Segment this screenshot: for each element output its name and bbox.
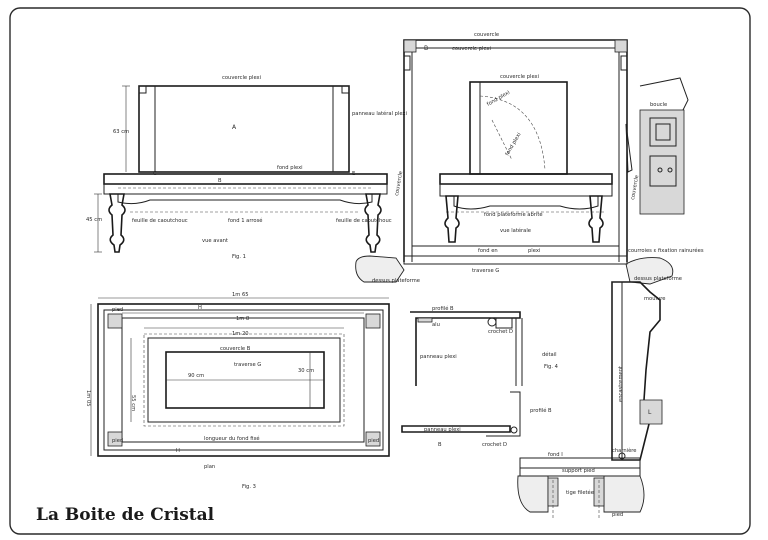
side-courroie-label: courroies ε fixation rainurées: [628, 247, 704, 254]
side-platform-left-label: dessus plateforme: [372, 278, 420, 284]
front-foot-left-label: feuille de caoutchouc: [132, 218, 188, 224]
right-support-label: support pied: [562, 468, 595, 474]
buckle-detail: [625, 77, 689, 215]
side-view-figure: [355, 39, 674, 285]
detail-marker-b: B: [438, 442, 442, 448]
front-fond1-label: fond 1 arrosé: [228, 217, 263, 224]
right-marker-l: L: [648, 409, 652, 416]
right-blocs-label: tige filetée: [566, 489, 594, 496]
side-top-cover-label: couvercle: [474, 32, 499, 38]
right-pied-label: pied: [612, 512, 623, 518]
front-traverse-label: B: [218, 178, 222, 184]
front-height-dim: 63 cm: [113, 129, 129, 135]
front-caption: vue avant: [202, 238, 228, 244]
detail-view-figure: [401, 311, 523, 437]
buckle-label: boucle: [650, 102, 667, 108]
front-side-panel-label: panneau latéral plexi: [352, 110, 407, 117]
detail-fig-label: Fig. 4: [544, 364, 559, 370]
front-marker-e: E: [352, 171, 355, 177]
detail-crochet-label: crochet D: [488, 329, 513, 335]
side-caption: vue latérale: [500, 227, 531, 234]
plan-fig-label: Fig. 3: [242, 484, 256, 490]
right-charniere-label: charnière: [612, 447, 637, 454]
side-traverse-g-label: traverse G: [472, 268, 499, 274]
detail-profile-b-label: profilé B: [432, 305, 454, 312]
plan-caption: plan: [204, 464, 215, 470]
sheet-title: La Boite de Cristal: [36, 505, 215, 525]
side-plexi-small-label: plexi: [528, 248, 540, 254]
plan-dim-left: 1m 05: [85, 390, 91, 407]
front-fig-label: Fig. 1: [232, 254, 246, 260]
plan-marker-h-top: H: [198, 305, 202, 311]
front-marker-c: C: [153, 171, 157, 177]
plan-inner-horizontal: 90 cm: [188, 373, 204, 379]
side-plate-label: fond plateforme abrité: [484, 211, 543, 218]
side-left-cover-label: couvercle: [394, 171, 404, 197]
front-lid-label: couvercle plexi: [222, 75, 261, 81]
right-moulure-label: moulure: [644, 296, 665, 302]
front-marker-a: A: [232, 124, 237, 131]
detail-profile-b2-label: profilé B: [530, 407, 552, 414]
plan-total-width: 1m 65: [232, 292, 249, 298]
detail-panneau2-label: panneau plexi: [424, 427, 461, 433]
plan-inner-width: 1m 8: [236, 316, 249, 322]
plan-view-figure: [90, 297, 390, 457]
plan-foot-tl: pied: [112, 307, 123, 313]
detail-detail-label: détail: [542, 351, 557, 358]
plan-inner-vertical: 30 cm: [298, 368, 314, 374]
plan-traverse-label: traverse G: [234, 362, 261, 368]
side-marker-b-left: B: [424, 45, 428, 52]
side-inner-lid-label: couvercle plexi: [500, 74, 539, 80]
front-view-figure: [94, 85, 388, 253]
plan-longueur-label: longueur du fond fixé: [204, 435, 260, 442]
side-platform-right-label: dessus plateforme: [634, 276, 682, 282]
plan-cover-label: couvercle B: [220, 346, 251, 352]
right-detail-figure: [517, 281, 663, 520]
detail-profile-alu-label: alu: [432, 322, 440, 328]
side-fond-en-label: fond en: [478, 248, 498, 254]
front-fond-plexi-label: fond plexi: [277, 165, 303, 171]
detail-panneau-label: panneau plexi: [420, 354, 457, 360]
side-top-cover-label-2: couvercle plexi: [452, 46, 491, 52]
plan-marker-h-bottom: H: [176, 448, 180, 454]
plan-foot-bl: pied: [112, 438, 123, 444]
side-right-cover-label: couvercle: [630, 175, 640, 201]
plan-inner-width-2: 1m 20: [232, 331, 249, 337]
right-fond-label: fond I: [548, 452, 563, 458]
detail-crochet2-label: crochet D: [482, 442, 507, 448]
plan-foot-br: pied: [368, 438, 379, 444]
front-leg-dim: 45 cm: [86, 217, 102, 223]
front-foot-right-label: feuille de caoutchouc: [336, 218, 392, 224]
plan-dim-inner-left: 55 cm: [130, 395, 136, 411]
right-encastrement-label: encastrement: [618, 366, 624, 402]
